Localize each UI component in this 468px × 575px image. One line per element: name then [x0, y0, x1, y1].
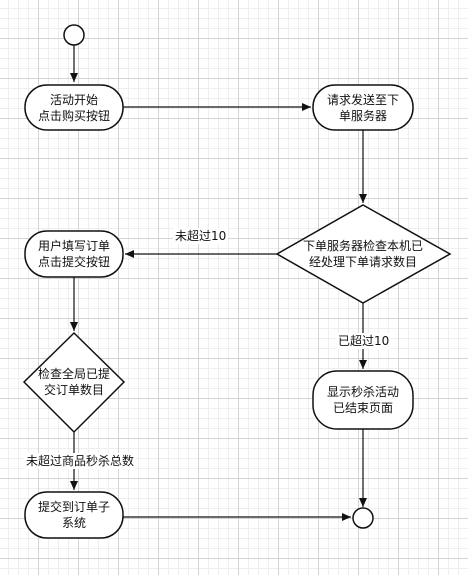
edge-label-not-exceed-10: 未超过10: [173, 228, 229, 244]
check-processed-line-2: 经处理下单请求数目: [308, 255, 417, 269]
submit-order-line-1: 提交到订单子: [37, 500, 110, 514]
show-end-line-1: 显示秒杀活动: [326, 385, 399, 399]
submit-order-label: 提交到订单子系统: [25, 492, 123, 538]
edge-label-exceeded-10: 已超过10: [336, 333, 392, 349]
fill-order-label: 用户填写订单点击提交按钮: [25, 231, 123, 277]
check-processed-line-1: 下单服务器检查本机已: [302, 239, 423, 253]
check-global-label: 检查全局已提交订单数目: [28, 362, 120, 402]
node-submit-order: [24, 491, 124, 539]
start-activity-line-1: 活动开始: [49, 92, 98, 107]
check-global-line-2: 交订单数目: [43, 383, 104, 397]
show-end-label: 显示秒杀活动已结束页面: [313, 371, 413, 429]
send-request-label: 请求发送至下单服务器: [313, 85, 413, 130]
end-node: [352, 507, 374, 529]
check-global-line-1: 检查全局已提: [37, 367, 110, 381]
submit-order-line-2: 系统: [61, 516, 86, 530]
send-request-line-1: 请求发送至下: [326, 92, 399, 107]
fill-order-line-1: 用户填写订单: [37, 239, 110, 253]
show-end-line-2: 已结束页面: [332, 401, 393, 415]
check-processed-label: 下单服务器检查本机已经处理下单请求数目: [285, 234, 441, 274]
start-activity-line-2: 点击购买按钮: [37, 108, 110, 123]
start-activity-label: 活动开始点击购买按钮: [25, 85, 123, 130]
send-request-line-2: 单服务器: [338, 108, 387, 123]
fill-order-line-2: 点击提交按钮: [37, 255, 110, 269]
start-node: [63, 24, 85, 46]
edge-label-not-exceed-total: 未超过商品秒杀总数: [24, 453, 137, 469]
